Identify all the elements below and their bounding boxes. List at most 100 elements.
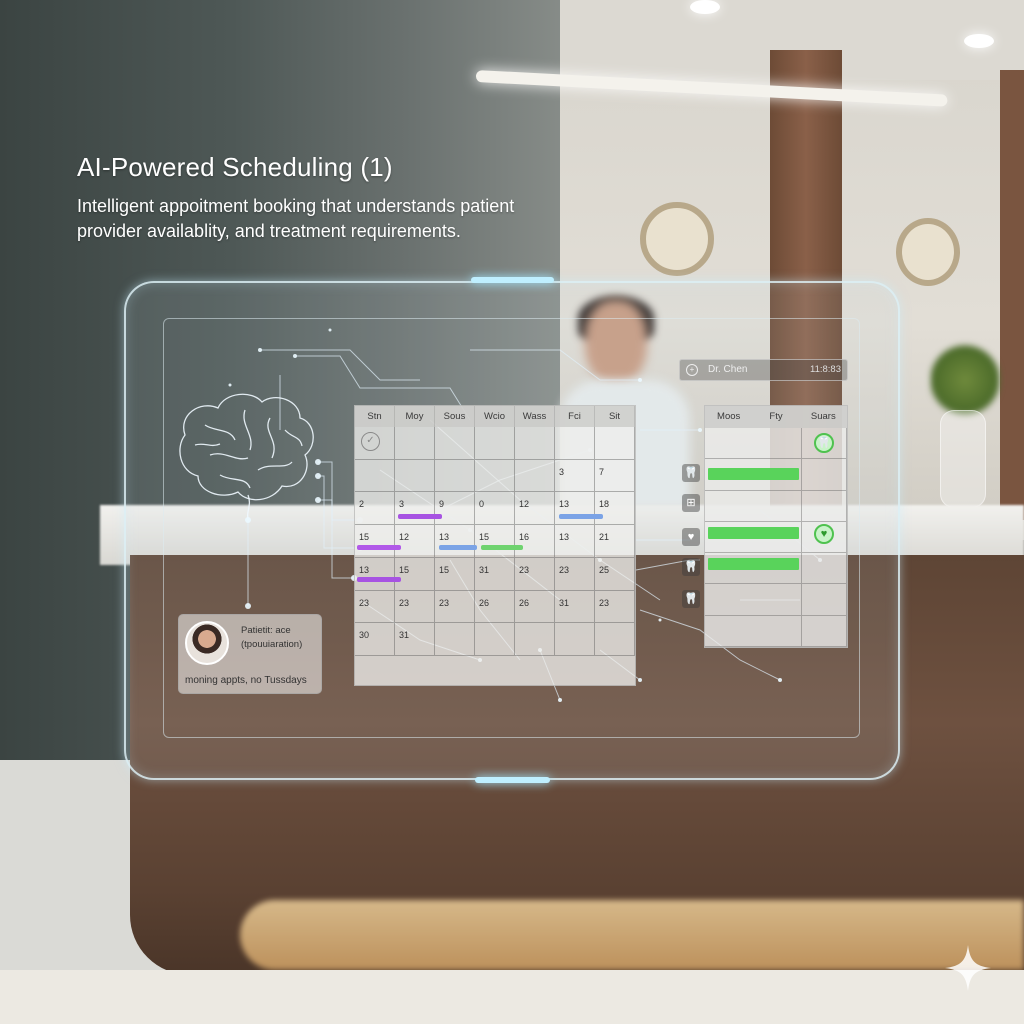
calendar-day-cell[interactable]	[355, 459, 395, 493]
calendar-day-number: 12	[519, 499, 530, 510]
hologram-bottom-handle[interactable]	[475, 777, 550, 783]
provider-slot[interactable]	[802, 459, 847, 491]
calendar-day-cell[interactable]	[435, 459, 475, 493]
calendar-day-cell[interactable]: 13	[355, 557, 395, 591]
calendar-day-cell[interactable]	[395, 459, 435, 493]
provider-slot[interactable]	[802, 615, 847, 647]
patient-card[interactable]: Patietit: ace (tpouuiaration) moning app…	[178, 614, 322, 694]
calendar-day-cell[interactable]	[435, 623, 475, 656]
calendar-day-cell[interactable]: 16	[515, 525, 555, 558]
background-wood-panel-edge	[1000, 70, 1024, 520]
appointment-slot[interactable]	[398, 514, 442, 519]
calendar-day-cell[interactable]: 23	[515, 557, 555, 591]
calendar-day-cell[interactable]	[515, 427, 555, 460]
provider-slot[interactable]	[705, 584, 802, 616]
calendar-day-cell[interactable]: 0	[475, 492, 515, 526]
provider-slot[interactable]	[802, 553, 847, 585]
calendar-day-cell[interactable]	[475, 427, 515, 460]
booked-slot-bar[interactable]	[708, 558, 799, 571]
calendar-day-cell[interactable]: 13	[555, 492, 595, 526]
calendar-day-cell[interactable]: 7	[595, 459, 635, 493]
calendar-day-number: 18	[599, 499, 610, 510]
appointment-slot[interactable]	[481, 545, 523, 550]
calendar-day-cell[interactable]: 25	[595, 557, 635, 591]
provider-slot[interactable]	[705, 490, 802, 522]
booked-slot-bar[interactable]	[708, 468, 799, 481]
provider-slot[interactable]: 🦷	[802, 428, 847, 460]
calendar-day-cell[interactable]	[395, 427, 435, 460]
calendar-day-number: 23	[519, 564, 530, 575]
calendar-day-cell[interactable]: 13	[435, 525, 475, 558]
heart-icon: ♥	[814, 523, 834, 544]
heart-icon[interactable]: ♥	[682, 528, 700, 546]
calendar-day-cell[interactable]: 12	[395, 525, 435, 558]
tooth-icon[interactable]: 🦷	[682, 590, 700, 608]
provider-slot[interactable]	[802, 584, 847, 616]
subtitle-line-2: provider availablity, and treatment requ…	[77, 221, 461, 241]
grid-icon[interactable]: ⊞	[682, 494, 700, 512]
provider-slot[interactable]	[705, 428, 802, 460]
calendar-day-cell[interactable]: 26	[515, 590, 555, 624]
calendar-weekday-label: Wass	[515, 406, 555, 427]
calendar-day-cell[interactable]	[555, 427, 595, 460]
calendar-day-cell[interactable]	[555, 623, 595, 656]
calendar-day-cell[interactable]: 13	[555, 525, 595, 558]
calendar-day-cell[interactable]	[595, 623, 635, 656]
calendar-day-cell[interactable]	[595, 427, 635, 460]
tooth-icon[interactable]: 🦷	[682, 558, 700, 576]
provider-schedule-grid: 🦷 ♥	[705, 428, 847, 647]
calendar-day-cell[interactable]: 12	[515, 492, 555, 526]
calendar-day-cell[interactable]: 9	[435, 492, 475, 526]
calendar-day-cell[interactable]: 21	[595, 525, 635, 558]
calendar-day-cell[interactable]: 2	[355, 492, 395, 526]
appointment-slot[interactable]	[357, 545, 401, 550]
calendar-day-cell[interactable]: 15	[355, 525, 395, 558]
hologram-top-handle[interactable]	[471, 277, 554, 283]
calendar-day-number: 23	[359, 597, 370, 608]
calendar-day-cell[interactable]: 15	[395, 557, 435, 591]
calendar-day-cell[interactable]: 31	[555, 590, 595, 624]
appointment-slot[interactable]	[559, 514, 603, 519]
check-circle-icon[interactable]: ✓	[361, 432, 380, 451]
calendar-day-number: 16	[519, 532, 530, 543]
page-title: AI-Powered Scheduling (1)	[77, 152, 393, 182]
booked-slot-bar[interactable]	[708, 526, 799, 539]
provider-slot[interactable]: ♥	[802, 521, 847, 554]
calendar-day-cell[interactable]: 23	[395, 590, 435, 624]
calendar-day-cell[interactable]	[515, 459, 555, 493]
tooth-icon[interactable]: 🦷	[682, 464, 700, 482]
appointment-slot[interactable]	[357, 577, 401, 582]
sparkle-icon	[945, 945, 991, 991]
calendar-day-cell[interactable]: 26	[475, 590, 515, 624]
provider-slot[interactable]	[705, 553, 802, 585]
calendar-day-cell[interactable]: 3	[395, 492, 435, 526]
calendar-day-cell[interactable]: 23	[555, 557, 595, 591]
calendar-day-cell[interactable]	[475, 623, 515, 656]
subtitle-line-1: Intelligent appoitment booking that unde…	[77, 196, 515, 216]
calendar-day-number: 26	[519, 597, 530, 608]
calendar-day-cell[interactable]: 30	[355, 623, 395, 656]
calendar-day-cell[interactable]: 18	[595, 492, 635, 526]
calendar-day-cell[interactable]: 3	[555, 459, 595, 493]
provider-slot[interactable]	[802, 490, 847, 522]
calendar-day-cell[interactable]: 15	[475, 525, 515, 558]
calendar-day-cell[interactable]: 15	[435, 557, 475, 591]
calendar-day-cell[interactable]: 23	[435, 590, 475, 624]
calendar-day-cell[interactable]	[515, 623, 555, 656]
calendar-weekday-label: Stn	[355, 406, 395, 427]
calendar-day-cell[interactable]: 31	[475, 557, 515, 591]
patient-name: Patietit: ace	[241, 625, 291, 636]
calendar-day-cell[interactable]	[475, 459, 515, 493]
appointment-slot[interactable]	[439, 545, 477, 550]
provider-slot[interactable]	[705, 459, 802, 491]
calendar-day-cell[interactable]: 23	[355, 590, 395, 624]
provider-slot[interactable]	[705, 615, 802, 647]
provider-slot[interactable]	[705, 521, 802, 554]
calendar-day-cell[interactable]: 31	[395, 623, 435, 656]
calendar-day-cell[interactable]	[355, 427, 395, 460]
calendar-day-cell[interactable]: 23	[595, 590, 635, 624]
calendar-day-cell[interactable]	[435, 427, 475, 460]
provider-header[interactable]: + Dr. Chen 11:8:83	[679, 359, 848, 381]
